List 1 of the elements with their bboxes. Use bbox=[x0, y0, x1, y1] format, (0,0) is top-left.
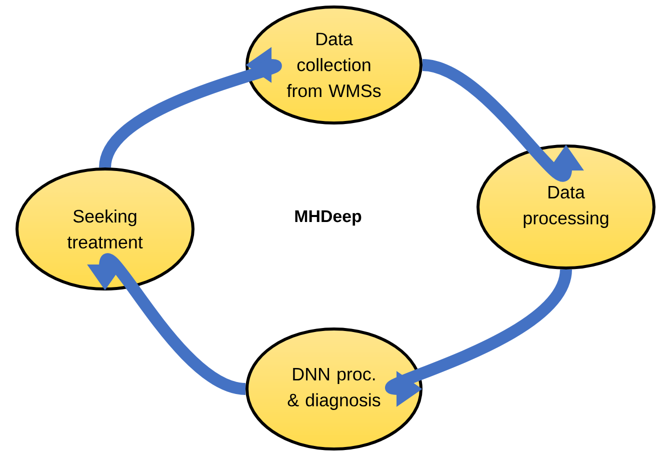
center-label: MHDeep bbox=[295, 210, 362, 226]
